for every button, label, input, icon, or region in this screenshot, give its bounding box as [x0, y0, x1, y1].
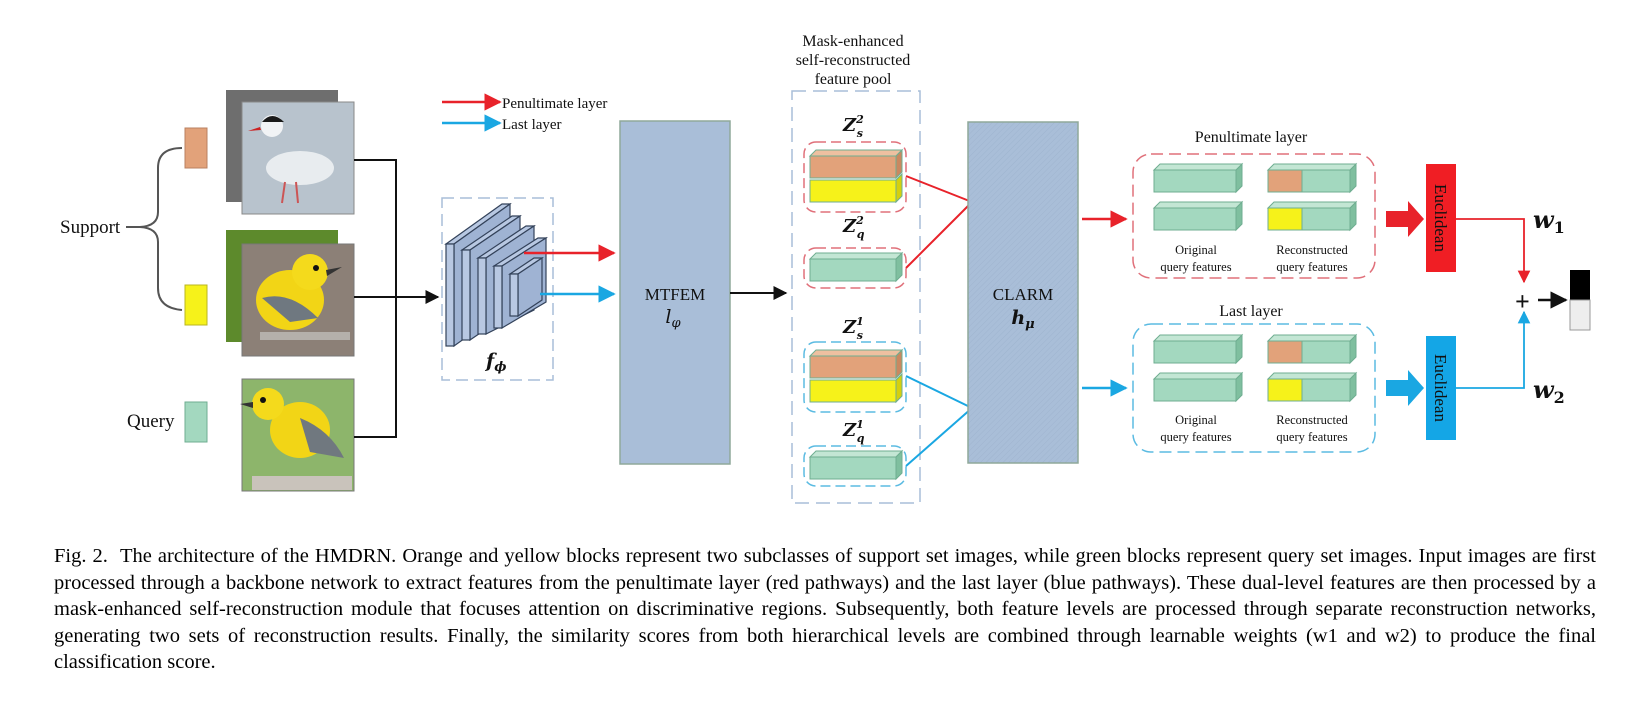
caption-text: The architecture of the HMDRN. Orange an…: [54, 545, 1597, 673]
last-reconstructed-bar-1: [1266, 333, 1358, 365]
support-label: Support: [60, 217, 121, 238]
pool-zs1-dashed: [803, 341, 907, 413]
pool-title-line1: Mask-enhanced: [802, 33, 903, 50]
penultimate-to-euclidean-arrow: [1386, 201, 1424, 237]
w2-path: [1456, 310, 1531, 389]
euclidean-block-bottom: [1426, 336, 1456, 440]
euclidean-label-top: Euclidean: [1431, 184, 1450, 252]
pool-zs2-yellow-bar: [809, 172, 903, 204]
fusion-plus-sign: +: [1515, 287, 1530, 316]
penultimate-reconstructed-bar-2: [1266, 200, 1358, 232]
output-score-icon: [1569, 270, 1591, 331]
support-image-tern: [226, 90, 355, 215]
pool-zq2-green-bar: [808, 251, 904, 283]
query-image-warbler: [240, 378, 355, 492]
penultimate-group-title: Penultimate layer: [1195, 129, 1308, 146]
euclidean-label-bottom: Euclidean: [1431, 354, 1450, 422]
support-brace: [139, 147, 183, 311]
last-to-euclidean-arrow: [1386, 370, 1424, 406]
pool-zs2-orange-bar: [808, 148, 904, 180]
pool-red-connector-top: [905, 175, 973, 203]
pool-zs1-orange-bar: [808, 348, 904, 380]
pool-zs2-dashed: [803, 141, 907, 213]
w1-path: [1456, 218, 1531, 284]
pool-title-line3: feature pool: [815, 71, 892, 88]
support-image-warbler: [226, 230, 355, 357]
penultimate-original-bar-2: [1152, 200, 1244, 232]
last-reconstructed-label-2: query features: [1276, 430, 1347, 444]
caption-prefix: Fig. 2.: [54, 545, 108, 567]
pool-zs1-yellow-bar: [809, 372, 903, 404]
architecture-diagram: Support Query Penultimat: [60, 33, 1591, 504]
support-orange-block: [184, 127, 208, 169]
query-label: Query: [127, 411, 175, 432]
pool-title-line2: self-reconstructed: [796, 52, 911, 69]
last-original-bar-1: [1152, 333, 1244, 365]
backbone-symbol: fϕ: [484, 350, 506, 375]
query-green-block: [184, 401, 208, 443]
last-original-bar-2: [1152, 371, 1244, 403]
legend-penultimate-label: Penultimate layer: [502, 96, 607, 112]
clarm-label: CLARM: [993, 285, 1053, 304]
penultimate-original-label-1: Original: [1175, 243, 1217, 257]
mtfem-label: MTFEM: [645, 285, 705, 304]
pool-zq2-dashed: [803, 247, 907, 289]
w2-label: w2: [1533, 375, 1565, 407]
last-group-box: [1132, 323, 1376, 453]
last-original-label-2: query features: [1160, 430, 1231, 444]
penultimate-original-bar-1: [1152, 162, 1244, 194]
penultimate-reconstructed-label-2: query features: [1276, 260, 1347, 274]
support-yellow-block: [184, 284, 208, 326]
penultimate-original-label-2: query features: [1160, 260, 1231, 274]
backbone-network-icon: [444, 202, 549, 348]
penultimate-group-box: [1132, 153, 1376, 279]
pool-zq1-dashed: [803, 445, 907, 487]
euclidean-block-top: [1426, 164, 1456, 272]
support1-connector: [354, 159, 397, 438]
last-reconstructed-label-1: Reconstructed: [1276, 413, 1348, 427]
last-original-label-1: Original: [1175, 413, 1217, 427]
penultimate-reconstructed-bar-1: [1266, 162, 1358, 194]
legend-last-label: Last layer: [502, 117, 562, 133]
last-group-title: Last layer: [1219, 303, 1283, 320]
backbone-dashed-box: [441, 197, 554, 381]
figure-caption: Fig. 2. The architecture of the HMDRN. O…: [54, 543, 1596, 676]
w1-label: w1: [1533, 205, 1565, 237]
pool-cyan-connector-top: [905, 375, 973, 409]
pool-dashed-box: [791, 90, 921, 504]
penultimate-reconstructed-label-1: Reconstructed: [1276, 243, 1348, 257]
pool-red-connector-bottom: [905, 201, 973, 269]
last-reconstructed-bar-2: [1266, 371, 1358, 403]
pool-cyan-connector-bottom: [905, 407, 973, 467]
pool-zq1-green-bar: [808, 449, 904, 481]
clarm-block: [967, 121, 1079, 464]
